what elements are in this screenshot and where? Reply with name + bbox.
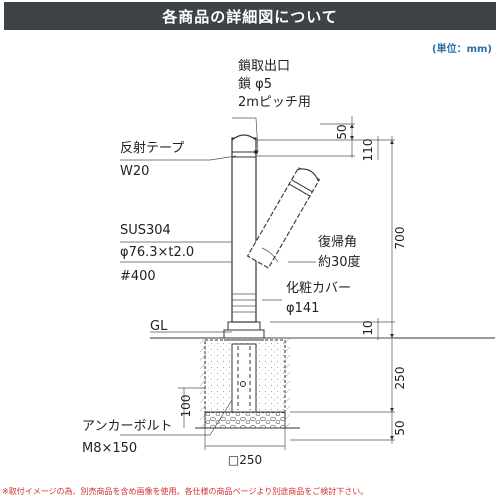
chain-label-1: 鎖取出口 <box>238 58 290 74</box>
tape-label-1: 反射テープ <box>120 140 184 156</box>
gl-label: GL <box>150 319 168 334</box>
cover-label-1: 化粧カバー <box>286 281 351 296</box>
gravel-bed <box>204 411 286 429</box>
unit-label: (単位：mm) <box>432 44 492 55</box>
dim-100: 100 <box>179 395 193 418</box>
chain-label-2: 鎖 φ5 <box>238 76 272 92</box>
decorative-cover <box>223 329 265 339</box>
dim-50-top: 50 <box>335 124 349 139</box>
chain-outlet <box>254 150 258 154</box>
chain-label-3: 2mピッチ用 <box>238 95 311 110</box>
return-angle-label-2: 約30度 <box>318 254 361 270</box>
material-label-2: φ76.3×t2.0 <box>120 245 194 260</box>
embedded-sleeve <box>231 343 257 413</box>
anchor-label-2: M8×150 <box>82 441 137 456</box>
tilted-post <box>246 166 321 269</box>
dim-700: 700 <box>393 227 407 250</box>
dim-250-bottom: □250 <box>228 453 262 467</box>
footnote: ※取付イメージの為、別売商品を含め画像を使用。各仕様の商品ページより別途商品をご… <box>2 487 369 496</box>
header-banner: 各商品の詳細図について <box>4 2 496 30</box>
main-post <box>231 137 257 323</box>
anchor-label-1: アンカーボルト <box>82 419 172 434</box>
return-angle-label-1: 復帰角 <box>318 234 357 250</box>
dim-250-right: 250 <box>393 367 407 390</box>
material-label-1: SUS304 <box>120 223 171 238</box>
page-title: 各商品の詳細図について <box>162 8 338 26</box>
dim-110: 110 <box>361 139 375 162</box>
dim-50-bottom: 50 <box>393 420 407 435</box>
tape-label-2: W20 <box>120 164 149 179</box>
cover-label-2: φ141 <box>286 301 319 316</box>
material-label-3: #400 <box>120 269 156 284</box>
dim-10: 10 <box>361 320 375 335</box>
